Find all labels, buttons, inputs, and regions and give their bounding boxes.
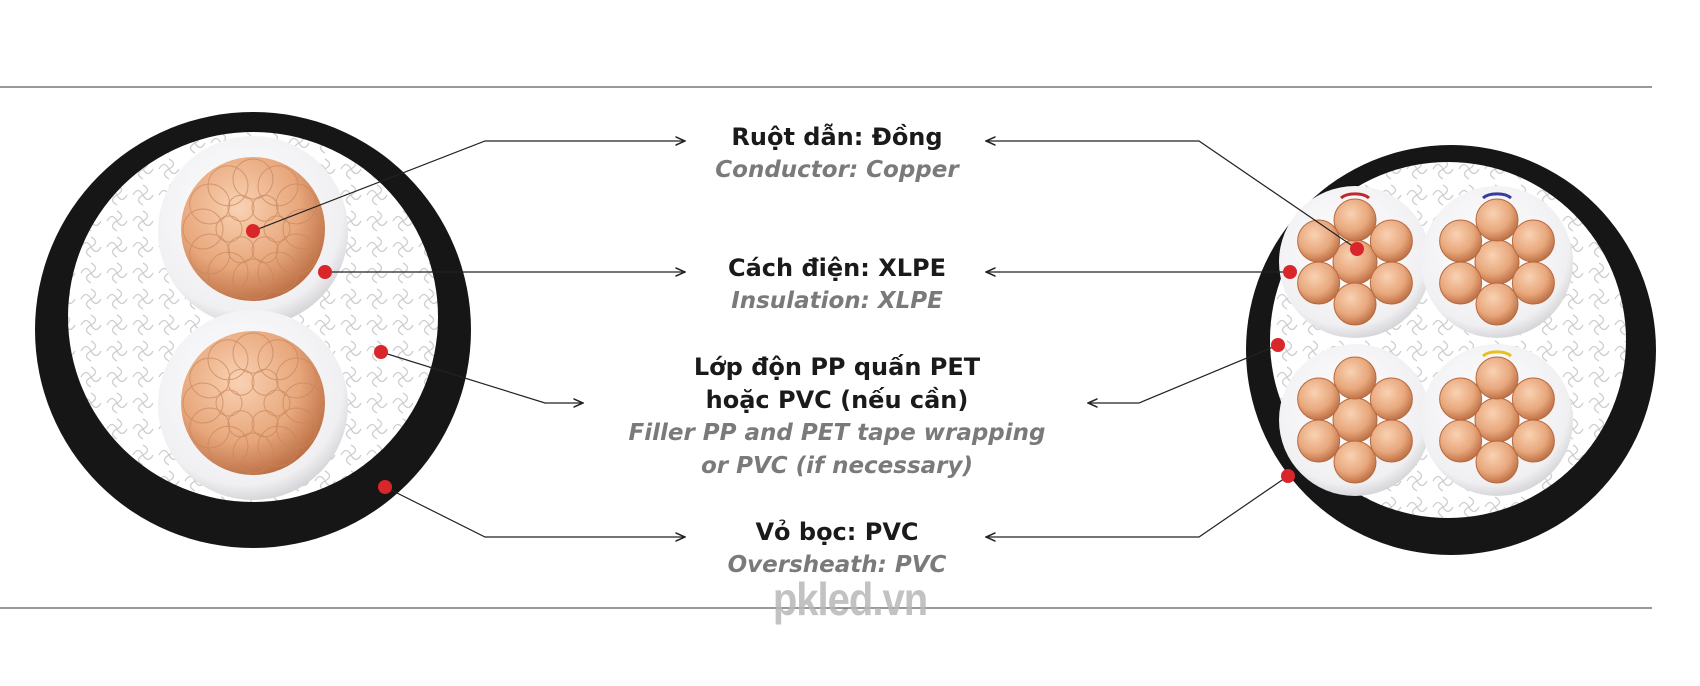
label-vi: Lớp độn PP quấn PET [693, 353, 981, 381]
phase-color-marker [1481, 192, 1513, 200]
label-insulation: Cách điện: XLPE Insulation: XLPE [537, 252, 1137, 318]
label-en: Filler PP and PET tape wrapping [628, 420, 1046, 446]
label-vi: Vỏ bọc: PVC [755, 518, 919, 546]
label-vi: Cách điện: XLPE [728, 254, 946, 282]
watermark: pkled.vn [772, 574, 928, 626]
phase-color-marker [1481, 350, 1513, 358]
marker-dots [246, 224, 1364, 494]
label-vi: Ruột dẫn: Đồng [731, 123, 943, 151]
core [158, 310, 348, 500]
label-conductor: Ruột dẫn: Đồng Conductor: Copper [537, 121, 1137, 187]
four-core-cable [1246, 145, 1656, 555]
label-en: Insulation: XLPE [731, 288, 943, 314]
leader-lines [252, 141, 1358, 537]
core [1421, 186, 1573, 338]
core [1421, 344, 1573, 496]
label-filler: Lớp độn PP quấn PET hoặc PVC (nếu cần) F… [537, 351, 1137, 483]
label-en: Conductor: Copper [715, 157, 959, 183]
label-en: or PVC (if necessary) [700, 453, 974, 479]
core [1279, 344, 1431, 496]
phase-color-marker [1339, 192, 1371, 200]
label-en: Oversheath: PVC [727, 552, 947, 578]
two-core-cable [35, 112, 471, 548]
label-oversheath: Vỏ bọc: PVC Oversheath: PVC [537, 516, 1137, 582]
core [1279, 186, 1431, 338]
label-vi: hoặc PVC (nếu cần) [705, 386, 969, 414]
